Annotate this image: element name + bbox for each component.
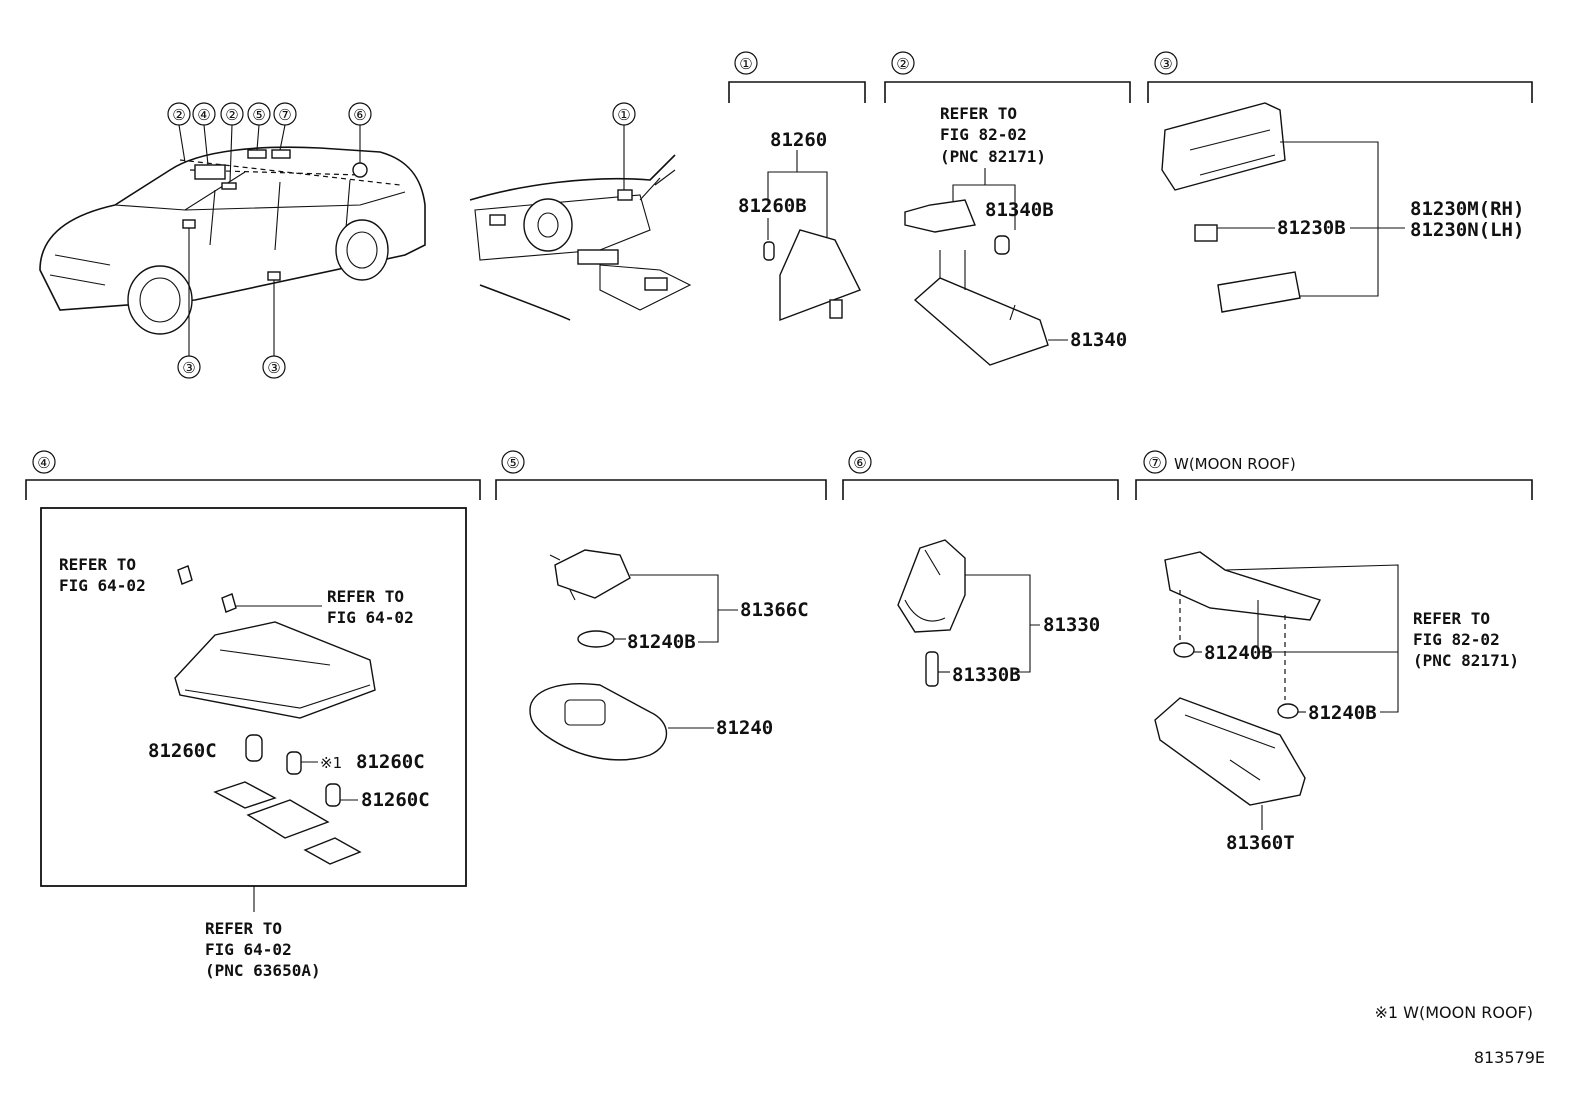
lens-3 (303, 837, 362, 865)
car-callout-markers: ② ④ ② ⑤ ⑦ ⑥ ③ ③ (167, 102, 372, 379)
lens-1 (213, 781, 277, 809)
part-label-81240b-s7-b: 81240B (1308, 702, 1377, 724)
lamp-switch-81340b (904, 199, 976, 233)
section-1: ① 81260 81260B (728, 51, 866, 322)
refer-line-2: FIG 82-02 (1413, 630, 1500, 649)
part-label-81230b: 81230B (1277, 217, 1346, 239)
section-3: ③ 81230B 81230M(RH) 81230N(LH) (1147, 51, 1533, 313)
bulb-81240b-s7-a (1173, 642, 1195, 658)
part-label-81260b: 81260B (738, 195, 807, 217)
section-7: ⑦ W(MOON ROOF) 81240B 81240B REFER TO FI… (1135, 450, 1533, 854)
lens-2 (246, 799, 330, 839)
bulb-81240b-s5 (577, 630, 615, 648)
lamp-socket-81230 (1217, 271, 1301, 313)
footnote-mark: ※1 (320, 754, 342, 772)
clip-b (221, 593, 237, 613)
bulb-81240b-s7-b (1277, 703, 1299, 719)
refer-line-3: (PNC 82171) (940, 147, 1046, 166)
console-assembly (174, 621, 376, 719)
callout-label: ⑤ (252, 106, 265, 124)
figure-id: 813579E (1474, 1048, 1545, 1067)
refer-a-line-2: FIG 64-02 (59, 576, 146, 595)
part-label-81260c-2: 81260C (356, 751, 425, 773)
lamp-81330 (897, 539, 966, 633)
section-number: ⑦ (1148, 454, 1161, 472)
callout-label: ③ (267, 359, 280, 377)
bulb-81260c-1 (245, 734, 263, 762)
callout-label: ① (617, 106, 630, 124)
section-2: ② REFER TO FIG 82-02 (PNC 82171) 81340B … (884, 51, 1131, 366)
lamp-81260-connector (829, 299, 843, 319)
part-label-81340b: 81340B (985, 199, 1054, 221)
lamp-81230 (1161, 102, 1286, 191)
part-label-81260: 81260 (770, 129, 827, 151)
callout-label: ③ (182, 359, 195, 377)
callout-label: ⑦ (278, 106, 291, 124)
section-number: ④ (37, 454, 50, 472)
part-label-81360t: 81360T (1226, 832, 1295, 854)
lamp-81260 (779, 229, 861, 322)
refer-line-3: (PNC 82171) (1413, 651, 1519, 670)
part-label-81340: 81340 (1070, 329, 1127, 351)
part-label-81230m: 81230M(RH) (1410, 198, 1524, 220)
part-label-81240: 81240 (716, 717, 773, 739)
section-number: ② (896, 55, 909, 73)
refer-b-line-1: REFER TO (327, 587, 404, 606)
bulb-81340b (994, 235, 1010, 255)
refer-c-line-2: FIG 64-02 (205, 940, 292, 959)
section-number: ⑤ (506, 454, 519, 472)
bulb-81260c-2 (286, 751, 302, 775)
bulb-81230b (1194, 224, 1218, 242)
clip-a (177, 565, 193, 585)
refer-line-1: REFER TO (1413, 609, 1490, 628)
part-label-81330b: 81330B (952, 664, 1021, 686)
dashboard-illustration: ① (469, 102, 692, 321)
bulb-81260b (763, 241, 775, 261)
refer-line-1: REFER TO (940, 104, 1017, 123)
callout-label: ② (225, 106, 238, 124)
refer-c-line-3: (PNC 63650A) (205, 961, 321, 980)
refer-b-line-2: FIG 64-02 (327, 608, 414, 627)
bulb-81260c-3 (325, 783, 341, 807)
section-number: ③ (1159, 55, 1172, 73)
car-overview-illustration (39, 124, 426, 356)
lamp-81240 (529, 683, 667, 761)
refer-a-line-1: REFER TO (59, 555, 136, 574)
section-7-note: W(MOON ROOF) (1174, 455, 1296, 473)
section-number: ⑥ (853, 454, 866, 472)
section-5: ⑤ 81366C 81240B 81240 (495, 450, 827, 761)
lamp-81360t (1154, 697, 1306, 806)
switch-81366c (554, 549, 631, 599)
part-label-81240b-s5: 81240B (627, 631, 696, 653)
footnote: ※1 W(MOON ROOF) (1374, 1003, 1533, 1022)
switch-harness (1164, 551, 1321, 621)
part-label-81240b-s7-a: 81240B (1204, 642, 1273, 664)
section-number: ① (739, 55, 752, 73)
refer-line-2: FIG 82-02 (940, 125, 1027, 144)
part-label-81260c-3: 81260C (361, 789, 430, 811)
bulb-81330b (925, 651, 939, 687)
part-label-81330: 81330 (1043, 614, 1100, 636)
part-label-81230n: 81230N(LH) (1410, 219, 1524, 241)
lamp-81340 (913, 277, 1049, 366)
callout-label: ② (172, 106, 185, 124)
section-4: ④ REFER TO FIG 64-02 REFER TO FIG 64-02 … (25, 450, 481, 980)
callout-label: ⑥ (353, 106, 366, 124)
section-6: ⑥ 81330 81330B (842, 450, 1119, 687)
callout-label: ④ (197, 106, 210, 124)
part-label-81366c: 81366C (740, 599, 809, 621)
refer-c-line-1: REFER TO (205, 919, 282, 938)
part-label-81260c-1: 81260C (148, 740, 217, 762)
